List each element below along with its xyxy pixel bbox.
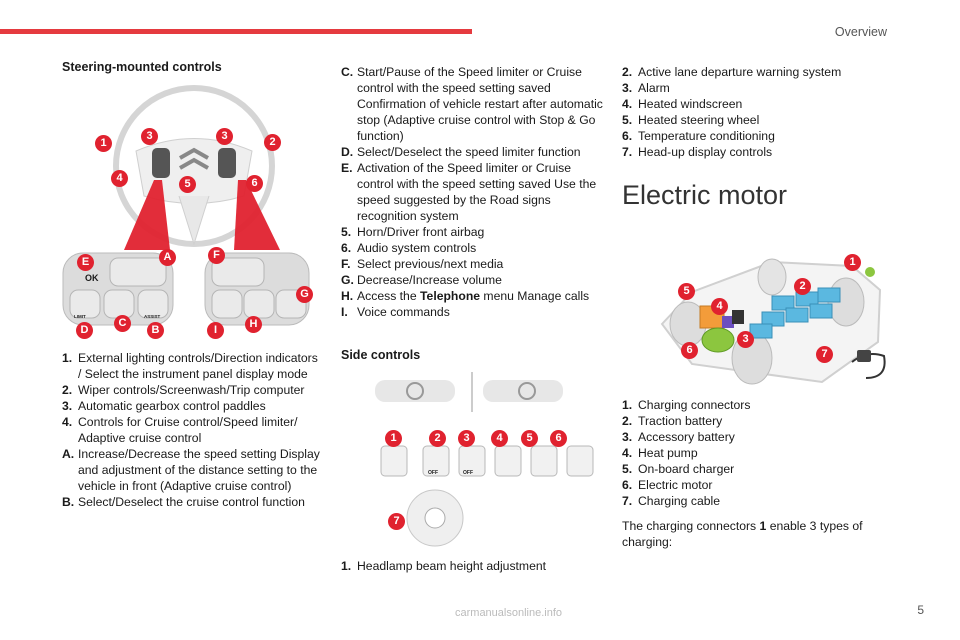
list-item: 3.Accessory battery [622, 430, 735, 444]
badge-car-4: 4 [711, 298, 728, 315]
header-section-title: Overview [834, 25, 887, 39]
zoom-connector-left [124, 180, 170, 250]
list-item: 4.Controls for Cruise control/Speed limi… [62, 415, 298, 445]
list-item: 5.Heated steering wheel [622, 113, 760, 127]
badge-side-3: 3 [458, 430, 475, 447]
badge-car-5: 5 [678, 283, 695, 300]
list-item: 7.Charging cable [622, 494, 720, 508]
steering-list: 1.External lighting controls/Direction i… [62, 350, 324, 510]
badge-car-1: 1 [844, 254, 861, 271]
badge-wheel-1: 1 [95, 135, 112, 152]
list-item: E.Activation of the Speed limiter or Cru… [341, 161, 597, 223]
list-item: 6.Audio system controls [341, 241, 477, 255]
badge-side-2: 2 [429, 430, 446, 447]
badge-side-5: 5 [521, 430, 538, 447]
list-item: 6.Electric motor [622, 478, 713, 492]
list-item: 4.Heat pump [622, 446, 698, 460]
header-accent-bar [0, 29, 472, 34]
list-item: 6.Temperature conditioning [622, 129, 775, 143]
list-item: I.Voice commands [341, 305, 450, 319]
badge-panel-A: A [159, 249, 176, 266]
list-item: C.Start/Pause of the Speed limiter or Cr… [341, 65, 603, 143]
list-item: F.Select previous/next media [341, 257, 504, 271]
list-item: 1.External lighting controls/Direction i… [62, 351, 318, 381]
page-number: 5 [917, 603, 924, 617]
badge-panel-G: G [296, 286, 313, 303]
zoom-connector-right [234, 180, 280, 250]
badge-car-7: 7 [816, 346, 833, 363]
right-control-panel [204, 252, 310, 326]
electric-motor-heading: Electric motor [622, 180, 788, 210]
badge-wheel-2: 2 [264, 134, 281, 151]
list-item: 5.Horn/Driver front airbag [341, 225, 485, 239]
badge-wheel-4: 4 [111, 170, 128, 187]
badge-side-4: 4 [491, 430, 508, 447]
list-item: 4.Heated windscreen [622, 97, 743, 111]
badge-panel-I: I [207, 322, 224, 339]
list-item: 7.Head-up display controls [622, 145, 773, 159]
badge-side-6: 6 [550, 430, 567, 447]
badge-wheel-6: 6 [246, 175, 263, 192]
side-controls-illustration [375, 372, 594, 547]
controls-list: C.Start/Pause of the Speed limiter or Cr… [341, 64, 606, 320]
list-item: 2.Active lane departure warning system [622, 65, 842, 79]
ok-label: OK [85, 273, 99, 283]
list-item: 3.Automatic gearbox control paddles [62, 399, 266, 413]
badge-panel-D: D [76, 322, 93, 339]
list-item: 1.Headlamp beam height adjustment [341, 559, 547, 573]
list-item: 5.On-board charger [622, 462, 735, 476]
badge-car-2: 2 [794, 278, 811, 295]
badge-side-1: 1 [385, 430, 402, 447]
steering-wheel-illustration [113, 85, 275, 247]
motor-components-list: 1.Charging connectors 2.Traction battery… [622, 397, 892, 509]
limit-label: LIMIT [74, 314, 86, 319]
badge-panel-C: C [114, 315, 131, 332]
watermark: carmanualsonline.info [455, 607, 563, 619]
badge-panel-E: E [77, 254, 94, 271]
off-label-3: OFF [463, 470, 473, 476]
list-item: 1.Charging connectors [622, 398, 751, 412]
badge-side-7: 7 [388, 513, 405, 530]
off-label-2: OFF [428, 470, 438, 476]
steering-heading: Steering-mounted controls [62, 60, 222, 74]
badge-wheel-3-right: 3 [216, 128, 233, 145]
assist-label: ASSIST [144, 314, 161, 319]
badge-wheel-5: 5 [179, 176, 196, 193]
list-item: D.Select/Deselect the speed limiter func… [341, 145, 581, 159]
list-item: 2.Traction battery [622, 414, 723, 428]
side-controls-heading: Side controls [341, 348, 421, 362]
badge-panel-B: B [147, 322, 164, 339]
list-item: B.Select/Deselect the cruise control fun… [62, 495, 305, 509]
list-item: 2.Wiper controls/Screenwash/Trip compute… [62, 383, 305, 397]
badge-panel-F: F [208, 247, 225, 264]
badge-car-3: 3 [737, 331, 754, 348]
side-controls-list: 1.Headlamp beam height adjustment [341, 558, 606, 574]
charging-paragraph: The charging connectors 1 enable 3 types… [622, 519, 863, 549]
list-item: H.Access the Telephone menu Manage calls [341, 289, 590, 303]
list-item: G.Decrease/Increase volume [341, 273, 502, 287]
badge-car-6: 6 [681, 342, 698, 359]
side-controls-list-continued: 2.Active lane departure warning system 3… [622, 64, 892, 160]
list-item: A.Increase/Decrease the speed setting Di… [62, 447, 320, 493]
badge-wheel-3-left: 3 [141, 128, 158, 145]
left-control-panel [62, 252, 174, 326]
badge-panel-H: H [245, 316, 262, 333]
list-item: 3.Alarm [622, 81, 670, 95]
